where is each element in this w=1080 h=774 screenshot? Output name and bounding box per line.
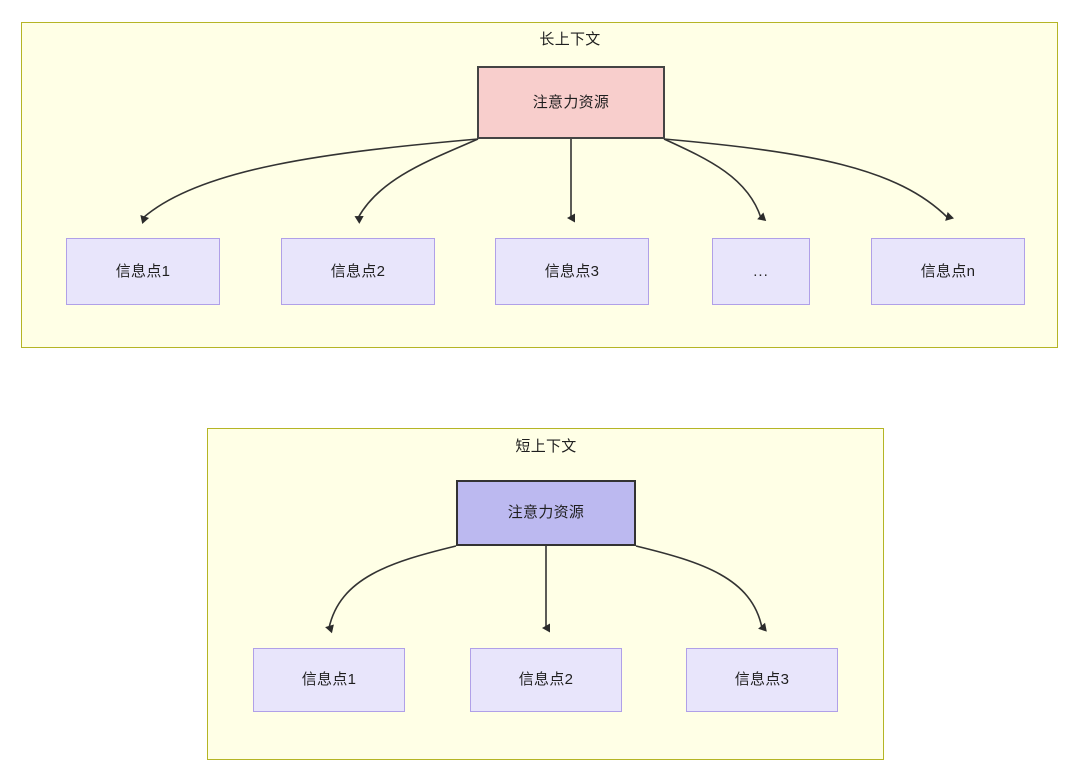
node-label: 信息点3 bbox=[734, 671, 790, 688]
node-info-point-n[interactable]: 信息点n bbox=[871, 238, 1025, 305]
node-info-point-2[interactable]: 信息点2 bbox=[281, 238, 435, 305]
node-attention-resource-short[interactable]: 注意力资源 bbox=[456, 480, 636, 546]
node-info-point-ellipsis[interactable]: ... bbox=[712, 238, 810, 305]
node-info-point-s1[interactable]: 信息点1 bbox=[253, 648, 405, 712]
node-label: 信息点n bbox=[920, 262, 976, 280]
node-info-point-s2[interactable]: 信息点2 bbox=[470, 648, 622, 712]
node-label: 信息点2 bbox=[518, 671, 574, 688]
container-title-short-context: 短上下文 bbox=[515, 438, 577, 455]
node-label: 信息点1 bbox=[301, 671, 357, 688]
node-info-point-s3[interactable]: 信息点3 bbox=[686, 648, 838, 712]
node-label: 注意力资源 bbox=[507, 504, 585, 521]
node-label: 注意力资源 bbox=[532, 93, 610, 111]
node-info-point-3[interactable]: 信息点3 bbox=[495, 238, 649, 305]
container-title-long-context: 长上下文 bbox=[539, 31, 601, 48]
node-info-point-1[interactable]: 信息点1 bbox=[66, 238, 220, 305]
node-attention-resource-long[interactable]: 注意力资源 bbox=[477, 66, 665, 139]
node-label: ... bbox=[753, 262, 769, 280]
node-label: 信息点1 bbox=[115, 262, 171, 280]
node-label: 信息点2 bbox=[330, 262, 386, 280]
node-label: 信息点3 bbox=[544, 262, 600, 280]
